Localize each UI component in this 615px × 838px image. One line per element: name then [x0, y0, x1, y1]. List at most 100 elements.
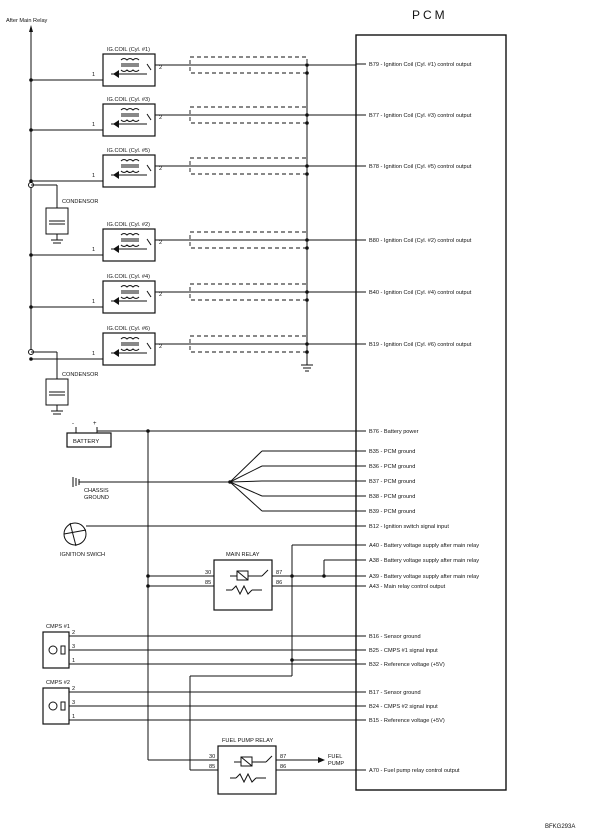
pcm-pin-B19: B19 - Ignition Coil (Cyl. #6) control ou…: [356, 342, 472, 348]
cmps1-pin-1: 1: [72, 658, 75, 664]
condensor-2-label: CONDENSOR: [62, 372, 98, 378]
pcm-pin-B77: B77 - Ignition Coil (Cyl. #3) control ou…: [356, 113, 472, 119]
ignition-coil-3: IG.COIL (Cyl. #5)12: [29, 148, 356, 188]
condensor-2: CONDENSOR: [31, 351, 98, 415]
pcm-pin-label: B35 - PCM ground: [369, 449, 415, 455]
cmps-1: CMPS #1 2 3 1: [42, 624, 356, 669]
ignition-coil-5: IG.COIL (Cyl. #4) 1 2: [29, 274, 356, 314]
pcm-pin-B38: B38 - PCM ground: [356, 494, 415, 500]
fuel-pump-label-2: PUMP: [328, 761, 344, 767]
pcm-pin-label: B37 - PCM ground: [369, 479, 415, 485]
pcm-pin-label: B80 - Ignition Coil (Cyl. #2) control ou…: [369, 238, 472, 244]
pcm-pin-label: B36 - PCM ground: [369, 464, 415, 470]
pcm-pin-A39: A39 - Battery voltage supply after main …: [356, 574, 479, 580]
supply-arrow: [29, 25, 33, 32]
fuel-relay-pin-87: 87: [280, 754, 286, 760]
pcm-pin-label: B78 - Ignition Coil (Cyl. #5) control ou…: [369, 164, 472, 170]
fuel-relay-pin-86: 86: [280, 764, 286, 770]
pcm-pin-B15: B15 - Reference voltage (+5V): [356, 718, 445, 724]
fuel-relay-pin-85: 85: [209, 764, 215, 770]
pcm-pin-A43: A43 - Main relay control output: [356, 584, 446, 590]
battery-plus: +: [93, 421, 97, 427]
coil-pin-1: 1: [92, 351, 95, 357]
cmps2-pin-3: 3: [72, 700, 75, 706]
cmps2-pin-2: 2: [72, 686, 75, 692]
pcm-pin-label: B19 - Ignition Coil (Cyl. #6) control ou…: [369, 342, 472, 348]
pcm-pin-label: B76 - Battery power: [369, 429, 419, 435]
figure-code: BFKG293A: [545, 824, 575, 830]
pcm-pin-label: B38 - PCM ground: [369, 494, 415, 500]
pcm-pin-label: A38 - Battery voltage supply after main …: [369, 558, 479, 564]
pcm-pin-label: A40 - Battery voltage supply after main …: [369, 543, 479, 549]
pcm-pin-B24: B24 - CMPS #2 signal input: [356, 704, 438, 710]
main-relay-pin-87: 87: [276, 570, 282, 576]
coil-label: IG.COIL (Cyl. #5): [107, 148, 150, 154]
coil-label: IG.COIL (Cyl. #6): [107, 326, 150, 332]
chassis-ground-label-2: GROUND: [84, 495, 109, 501]
pcm-pin-label: B24 - CMPS #2 signal input: [369, 704, 438, 710]
pcm-pin-B35: B35 - PCM ground: [356, 449, 415, 455]
pcm-pin-B17: B17 - Sensor ground: [356, 690, 421, 696]
pcm-pin-label: A39 - Battery voltage supply after main …: [369, 574, 479, 580]
pcm-pin-label: B32 - Reference voltage (+5V): [369, 662, 445, 668]
battery-label: BATTERY: [73, 439, 99, 445]
pcm-pin-list: B79 - Ignition Coil (Cyl. #1) control ou…: [356, 62, 479, 774]
pcm-pin-B39: B39 - PCM ground: [356, 509, 415, 515]
battery-minus: -: [72, 421, 74, 427]
coil-label: IG.COIL (Cyl. #2): [107, 222, 150, 228]
main-relay-pin-85: 85: [205, 580, 211, 586]
condensor-1: CONDENSOR: [31, 184, 98, 244]
pcm-pin-A40: A40 - Battery voltage supply after main …: [356, 543, 479, 549]
battery: BATTERY - +: [66, 421, 356, 448]
pcm-pin-B37: B37 - PCM ground: [356, 479, 415, 485]
coil-pin-2: 2: [159, 292, 162, 298]
main-relay-pin-86: 86: [276, 580, 282, 586]
cmps1-label: CMPS #1: [46, 624, 70, 630]
chassis-ground: CHASSIS GROUND: [72, 477, 230, 501]
ignition-coil-2: IG.COIL (Cyl. #3)12: [29, 97, 356, 137]
coil-pin-2: 2: [159, 65, 162, 71]
pcm-pin-label: A43 - Main relay control output: [369, 584, 446, 590]
pcm-pin-label: B16 - Sensor ground: [369, 634, 421, 640]
ignition-coil-1: IG.COIL (Cyl. #1)12: [29, 47, 356, 87]
fuel-pump-relay-label: FUEL PUMP RELAY: [222, 738, 273, 744]
ground-fan: [228, 450, 356, 512]
pcm-pin-A38: A38 - Battery voltage supply after main …: [356, 558, 479, 564]
coil-pin-1: 1: [92, 247, 95, 253]
coil-pin-2: 2: [159, 166, 162, 172]
pcm-pin-label: B12 - Ignition switch signal input: [369, 524, 449, 530]
condensor-1-label: CONDENSOR: [62, 199, 98, 205]
pcm-title: PCM: [412, 8, 448, 22]
pcm-pin-label: B25 - CMPS #1 signal input: [369, 648, 438, 654]
main-relay-pin-30: 30: [205, 570, 211, 576]
fuel-relay-pin-30: 30: [209, 754, 215, 760]
fuel-pump-relay: FUEL PUMP RELAY 30 85 87 86 FUEL PUMP: [148, 658, 356, 795]
cmps1-pin-2: 2: [72, 630, 75, 636]
pcm-pin-B40: B40 - Ignition Coil (Cyl. #4) control ou…: [356, 290, 472, 296]
pcm-pin-B76: B76 - Battery power: [356, 429, 419, 435]
pcm-pin-B25: B25 - CMPS #1 signal input: [356, 648, 438, 654]
coil-pin-1: 1: [92, 72, 95, 78]
pcm-pin-label: A70 - Fuel pump relay control output: [369, 768, 460, 774]
coil-label: IG.COIL (Cyl. #4): [107, 274, 150, 280]
pcm-pin-label: B79 - Ignition Coil (Cyl. #1) control ou…: [369, 62, 472, 68]
coil-pin-1: 1: [92, 299, 95, 305]
pcm-box: [355, 34, 507, 791]
coil-pin-2: 2: [159, 344, 162, 350]
coil-pin-2: 2: [159, 115, 162, 121]
ignition-coil-4: IG.COIL (Cyl. #2) 1 2: [29, 222, 356, 262]
fuel-pump-label-1: FUEL: [328, 754, 342, 760]
coil-pin-1: 1: [92, 122, 95, 128]
coil-pin-2: 2: [159, 240, 162, 246]
pcm-pin-label: B17 - Sensor ground: [369, 690, 421, 696]
cmps1-pin-3: 3: [72, 644, 75, 650]
ignition-switch-label: IGNITION SWICH: [60, 552, 105, 558]
pcm-pin-B32: B32 - Reference voltage (+5V): [356, 662, 445, 668]
main-relay: MAIN RELAY 30 85 87 86: [146, 429, 356, 661]
pcm-pin-B36: B36 - PCM ground: [356, 464, 415, 470]
pcm-pin-label: B39 - PCM ground: [369, 509, 415, 515]
ignition-switch: IGNITION SWICH: [60, 522, 356, 558]
after-main-relay-label: After Main Relay: [6, 18, 48, 24]
